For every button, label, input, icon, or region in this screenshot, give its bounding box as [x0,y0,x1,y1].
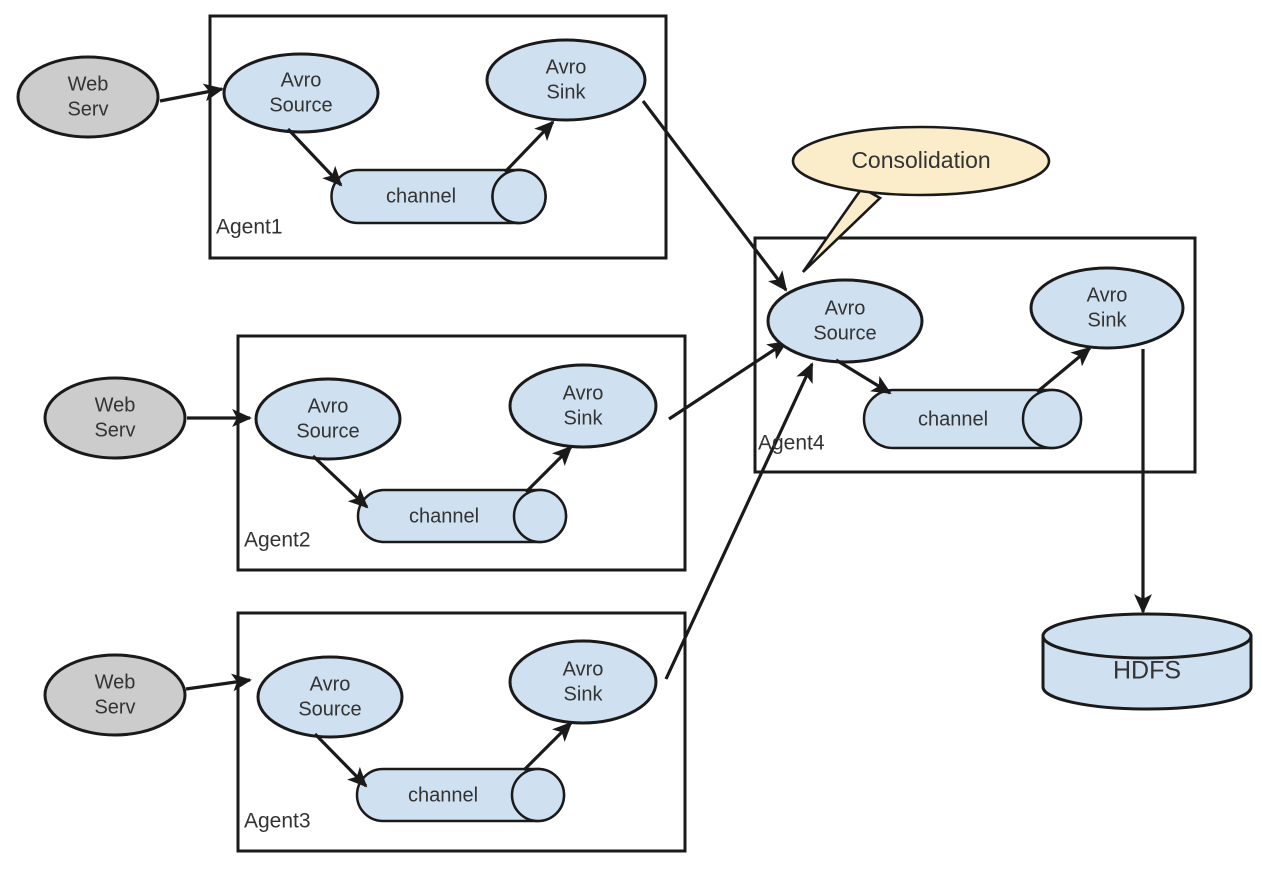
agent3-avro-sink-ellipse[interactable] [508,639,658,725]
edge-agent2-source-to-channel [311,454,369,509]
agent1-box [208,14,668,260]
edge-agent1-channel-to-sink [503,120,555,174]
agent4-avro-source-label-line1: Avro [825,297,866,319]
hdfs-label: HDFS [1113,657,1181,685]
agent1-avro-sink-ellipse[interactable] [485,38,647,122]
agent4-label: Agent4 [758,432,825,455]
agent1-label: Agent1 [216,216,283,239]
agent4-box [753,236,1197,474]
agent3-box [236,611,687,853]
agent3-group: Agent3 Web Serv Avro Source Avro Sink ch… [43,611,687,853]
agent2-avro-sink-label-line1: Avro [563,382,604,404]
edge-webserv3-to-agent3-source [185,673,252,692]
agent2-group: Agent2 Web Serv Avro Source Avro Sink ch… [43,334,687,572]
agent4-avro-source-ellipse[interactable] [766,278,924,364]
edge-agent2-sink-to-agent4-source [668,340,788,421]
agent1-avro-source-ellipse[interactable] [222,52,380,134]
agent2-avro-sink-ellipse[interactable] [508,363,658,449]
agent4-avro-sink-label-line1: Avro [1087,284,1128,306]
agent1-channel-circle [491,168,547,225]
agent3-avro-source-ellipse[interactable] [256,655,404,739]
web-serv-2-label-line2: Serv [94,419,135,441]
web-serv-2-label-line1: Web [95,394,136,416]
agent4-channel-label: channel [918,408,988,430]
edge-agent3-source-to-channel [313,732,368,788]
agent2-label: Agent2 [244,529,311,552]
agent2-channel-circle [512,488,568,544]
web-serv-3-ellipse[interactable] [43,653,187,737]
agent3-label: Agent3 [244,810,311,833]
agent4-avro-sink-label-line2: Sink [1088,309,1128,331]
edge-agent2-channel-to-sink [524,445,573,494]
agent1-avro-source-label-line1: Avro [281,69,322,91]
edge-agent4-channel-to-sink [1035,346,1092,394]
agent1-channel-label: channel [386,185,456,207]
agent2-avro-source-ellipse[interactable] [254,377,402,461]
web-serv-1-ellipse[interactable] [16,55,160,139]
agent2-avro-sink-label-line2: Sink [564,407,604,429]
agent2-avro-source-label-line2: Source [296,420,359,442]
agent3-channel-circle [510,767,566,823]
agent3-channel-label: channel [408,784,478,806]
web-serv-3-label-line2: Serv [94,696,135,718]
consolidation-callout: Consolidation [791,125,1051,273]
web-serv-1-label-line2: Serv [67,98,108,120]
web-serv-3-label-line1: Web [95,671,136,693]
agent2-avro-source-label-line1: Avro [308,395,349,417]
agent2-box [236,334,687,572]
agent4-channel-circle [1021,388,1083,450]
callout-tail [801,186,883,273]
hdfs-cylinder-top [1041,612,1253,660]
agent3-avro-source-label-line2: Source [298,698,361,720]
agent1-group: Agent1 Web Serv Avro Source Avro Sink ch… [16,14,668,260]
agent4-avro-sink-ellipse[interactable] [1029,266,1185,350]
edge-agent1-sink-to-agent4-source [641,100,788,292]
web-serv-1-label-line1: Web [68,73,109,95]
edge-agent3-channel-to-sink [522,721,573,772]
edge-agent3-sink-to-agent4-source [664,362,814,680]
agent4-group: Agent4 Avro Source Avro Sink channel [753,236,1197,474]
agent4-avro-source-label-line2: Source [813,322,876,344]
edge-agent1-source-to-channel [286,127,343,187]
agent1-avro-sink-label-line1: Avro [546,56,587,78]
callout-label: Consolidation [851,147,990,173]
agent1-avro-sink-label-line2: Sink [547,81,587,103]
callout-bubble [791,125,1051,197]
agent1-avro-source-label-line2: Source [269,94,332,116]
web-serv-2-ellipse[interactable] [43,376,187,460]
edge-webserv1-to-agent1-source [159,83,224,103]
hdfs-group[interactable]: HDFS [1041,612,1253,711]
agent2-channel-label: channel [409,505,479,527]
agent3-avro-source-label-line1: Avro [310,673,351,695]
agent3-avro-sink-label-line2: Sink [564,683,604,705]
agent3-avro-sink-label-line1: Avro [563,658,604,680]
edge-agent4-source-to-channel [835,358,892,395]
